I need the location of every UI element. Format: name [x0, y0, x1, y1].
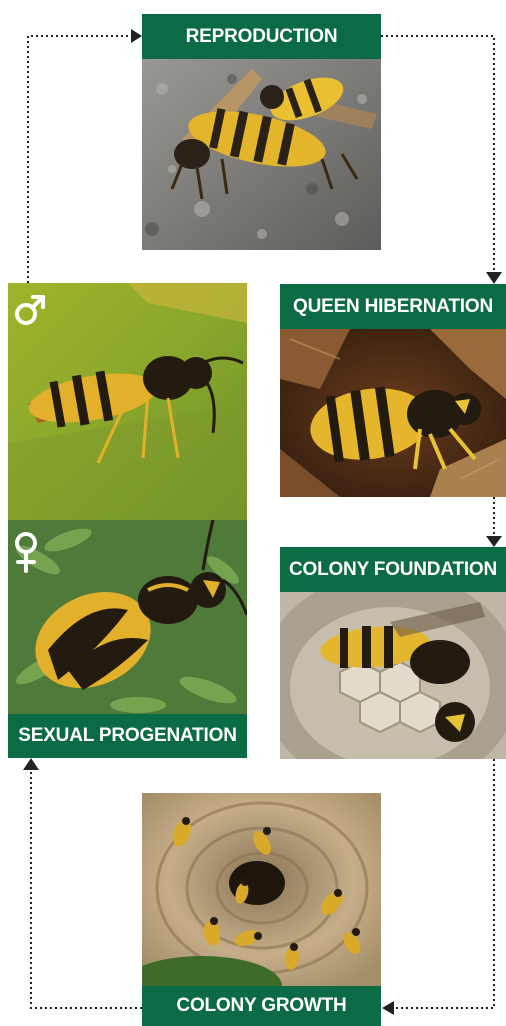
male-symbol-icon: [12, 292, 48, 333]
connector-reproduction-to-hibernation: [381, 36, 494, 272]
female-symbol-icon: [12, 530, 40, 579]
female-wasp-photo: [8, 520, 247, 714]
reproduction-photo: [142, 59, 381, 250]
arrowhead-queen-hibernation: [486, 272, 502, 284]
connector-progenation-to-reproduction: [28, 36, 131, 283]
stage-label-colony-foundation: COLONY FOUNDATION: [280, 547, 506, 592]
arrowhead-sexual-progenation: [23, 758, 39, 770]
connector-foundation-to-growth: [394, 759, 494, 1008]
arrowhead-colony-growth: [382, 1001, 394, 1015]
queen-hibernation-photo: [280, 329, 506, 497]
colony-growth-photo: [142, 793, 381, 986]
colony-foundation-photo: [280, 592, 506, 759]
connector-growth-to-progenation: [31, 770, 142, 1008]
stage-label-reproduction: REPRODUCTION: [142, 14, 381, 59]
stage-label-colony-growth: COLONY GROWTH: [142, 986, 381, 1026]
arrowhead-reproduction: [131, 29, 142, 43]
arrowhead-colony-foundation: [486, 536, 502, 547]
stage-label-queen-hibernation: QUEEN HIBERNATION: [280, 284, 506, 329]
stage-label-sexual-progenation: SEXUAL PROGENATION: [8, 714, 247, 758]
